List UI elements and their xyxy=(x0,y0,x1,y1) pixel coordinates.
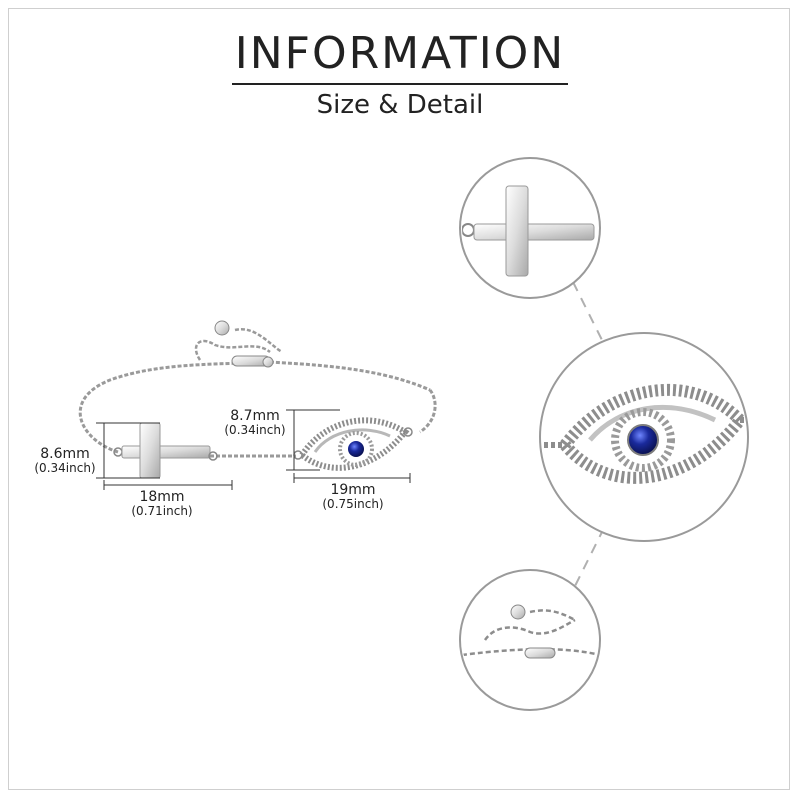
image-frame xyxy=(8,8,790,790)
page-title: INFORMATION xyxy=(234,28,566,79)
evil-eye-charm-icon xyxy=(293,417,413,471)
eye-width-inch: (0.75inch) xyxy=(322,497,384,512)
dimension-lines xyxy=(96,409,411,490)
detail-connectors xyxy=(572,281,606,591)
cross-height-mm: 8.6mm xyxy=(40,446,90,462)
cross-width-label: 18mm (0.71inch) xyxy=(122,489,202,519)
bracelet-chain xyxy=(78,320,437,458)
cross-width-inch: (0.71inch) xyxy=(131,504,193,519)
title-underline xyxy=(232,83,568,85)
eye-width-label: 19mm (0.75inch) xyxy=(318,482,388,512)
detail-circle-extender xyxy=(459,569,601,711)
eye-height-label: 8.7mm (0.34inch) xyxy=(220,408,290,438)
cross-width-mm: 18mm xyxy=(139,489,185,505)
cross-height-label: 8.6mm (0.34inch) xyxy=(30,446,100,476)
page-subtitle: Size & Detail xyxy=(316,90,484,120)
detail-circle-cross xyxy=(459,157,601,299)
cross-height-inch: (0.34inch) xyxy=(34,461,96,476)
eye-height-mm: 8.7mm xyxy=(230,408,280,424)
eye-height-inch: (0.34inch) xyxy=(224,423,286,438)
eye-width-mm: 19mm xyxy=(330,482,376,498)
cross-charm-icon xyxy=(113,422,218,479)
detail-circle-evil-eye xyxy=(539,332,749,542)
